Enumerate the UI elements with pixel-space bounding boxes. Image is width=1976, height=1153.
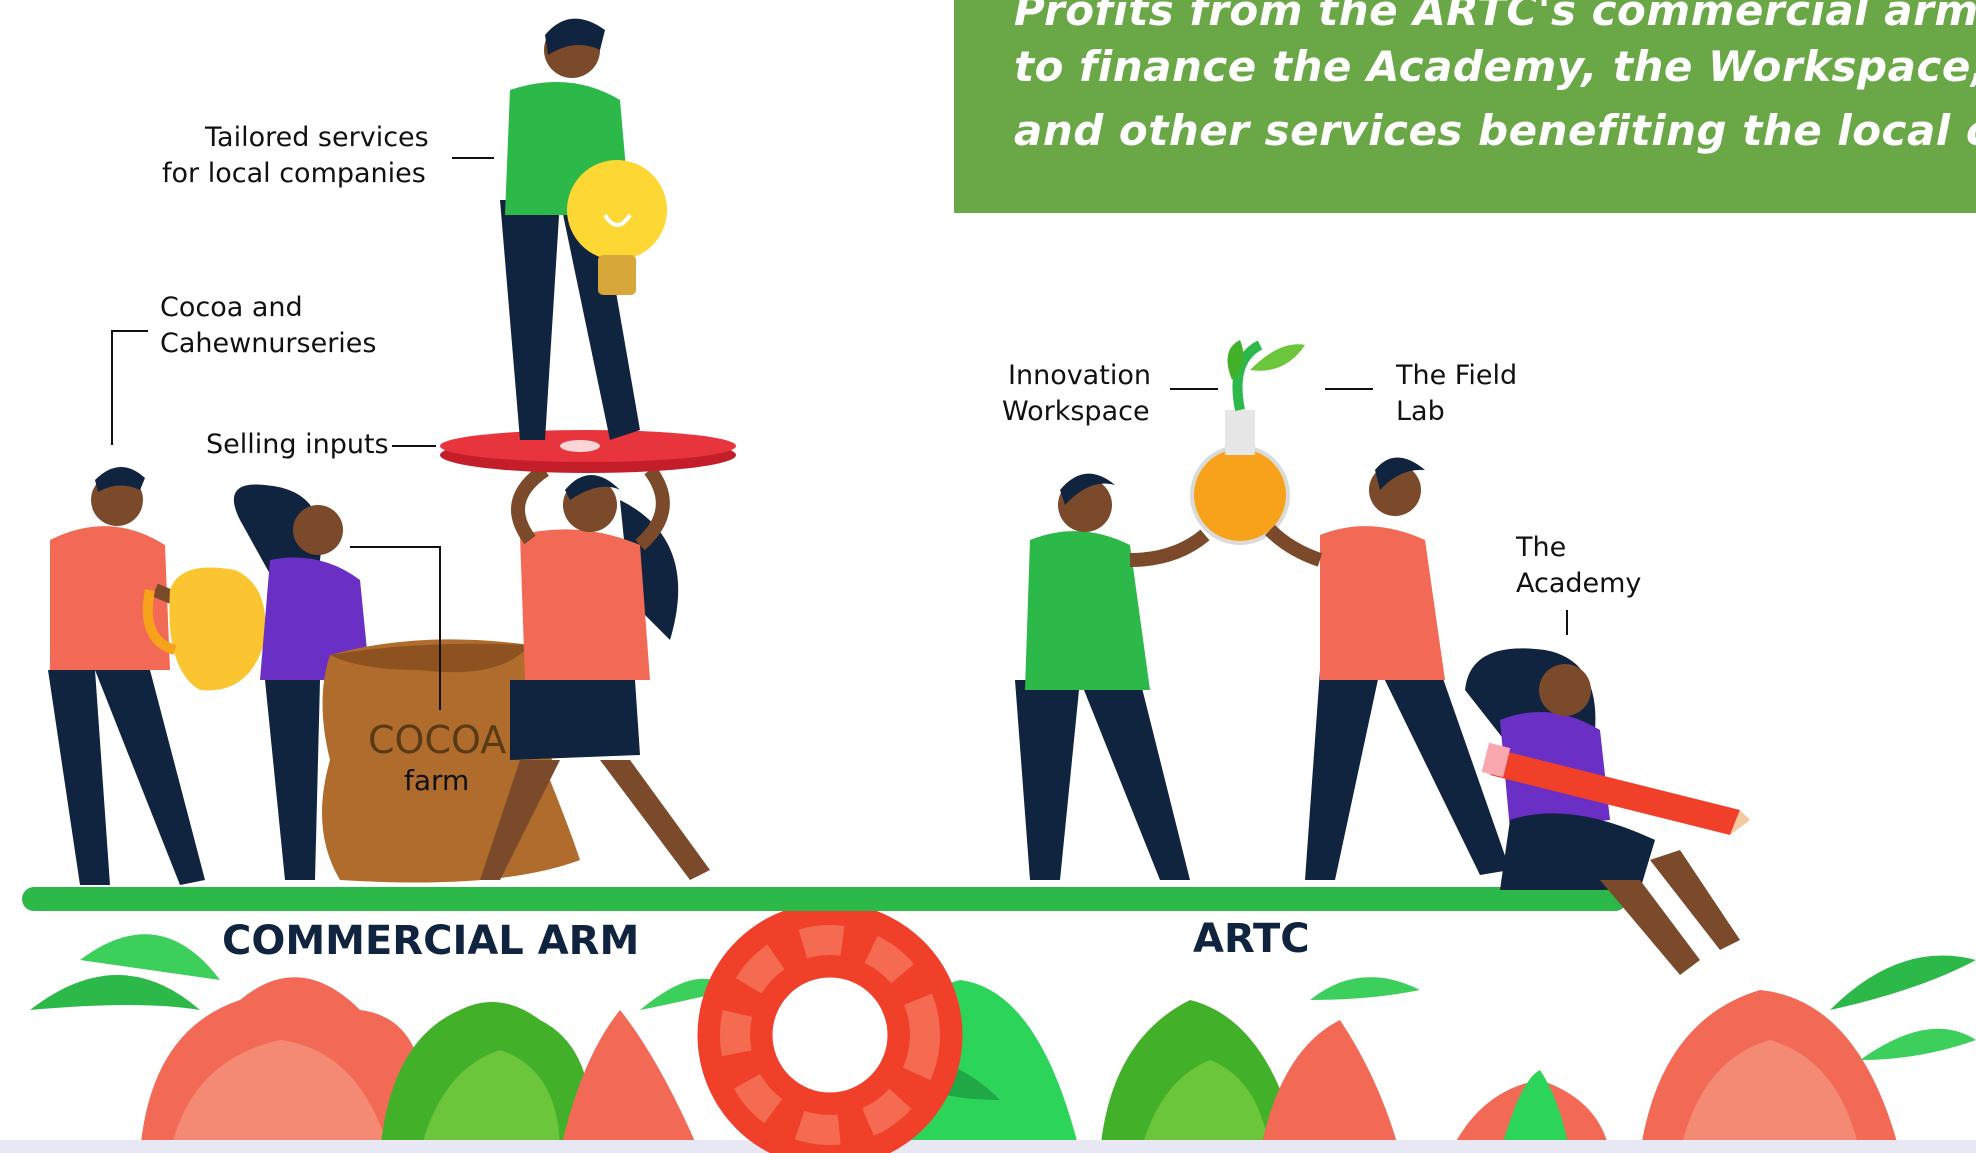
sack-sub-text: farm bbox=[404, 764, 470, 797]
banner-line-3: and other services benefiting the local … bbox=[1014, 106, 1976, 155]
seesaw-plank bbox=[22, 887, 1627, 911]
leader-lines bbox=[111, 157, 1568, 710]
info-banner: Profits from the ARTC's commercial arm w… bbox=[954, 0, 1976, 213]
lightbulb bbox=[567, 160, 667, 295]
figure-man-watering-can bbox=[48, 466, 252, 885]
flask-with-plant bbox=[1190, 340, 1305, 545]
label-academy-line2: Academy bbox=[1516, 568, 1642, 599]
red-platter bbox=[440, 430, 736, 473]
figure-woman-lifting bbox=[480, 464, 710, 880]
side-label-commercial-arm: COMMERCIAL ARM bbox=[222, 918, 640, 964]
label-tailored-services-line1: Tailored services bbox=[205, 122, 429, 153]
label-cocoa-nurseries-line1: Cocoa and bbox=[160, 292, 303, 323]
foliage bbox=[0, 934, 1976, 1153]
label-innovation-workspace-line1: Innovation bbox=[1008, 360, 1151, 391]
label-field-lab-line1: The Field bbox=[1396, 360, 1518, 391]
sack-brand-text: COCOA bbox=[368, 718, 507, 762]
figure-woman-pencil bbox=[1465, 648, 1740, 975]
fulcrum-ring bbox=[697, 902, 963, 1153]
banner-line-1: Profits from the ARTC's commercial arm w… bbox=[1014, 0, 1976, 35]
label-selling-inputs: Selling inputs bbox=[206, 429, 389, 460]
figure-woman-purple bbox=[233, 484, 370, 880]
figure-man-green bbox=[1015, 473, 1210, 880]
label-academy-line1: The bbox=[1516, 532, 1567, 563]
label-field-lab-line2: Lab bbox=[1396, 396, 1445, 427]
label-innovation-workspace-line2: Workspace bbox=[1002, 396, 1150, 427]
side-label-artc: ARTC bbox=[1193, 916, 1310, 962]
banner-line-2: to finance the Academy, the Workspace, t… bbox=[1014, 42, 1976, 91]
label-tailored-services-line2: for local companies bbox=[162, 158, 426, 189]
pencil bbox=[1481, 742, 1750, 835]
label-cocoa-nurseries-line2: Cahewnurseries bbox=[160, 328, 377, 359]
figure-man-coral bbox=[1265, 457, 1510, 880]
